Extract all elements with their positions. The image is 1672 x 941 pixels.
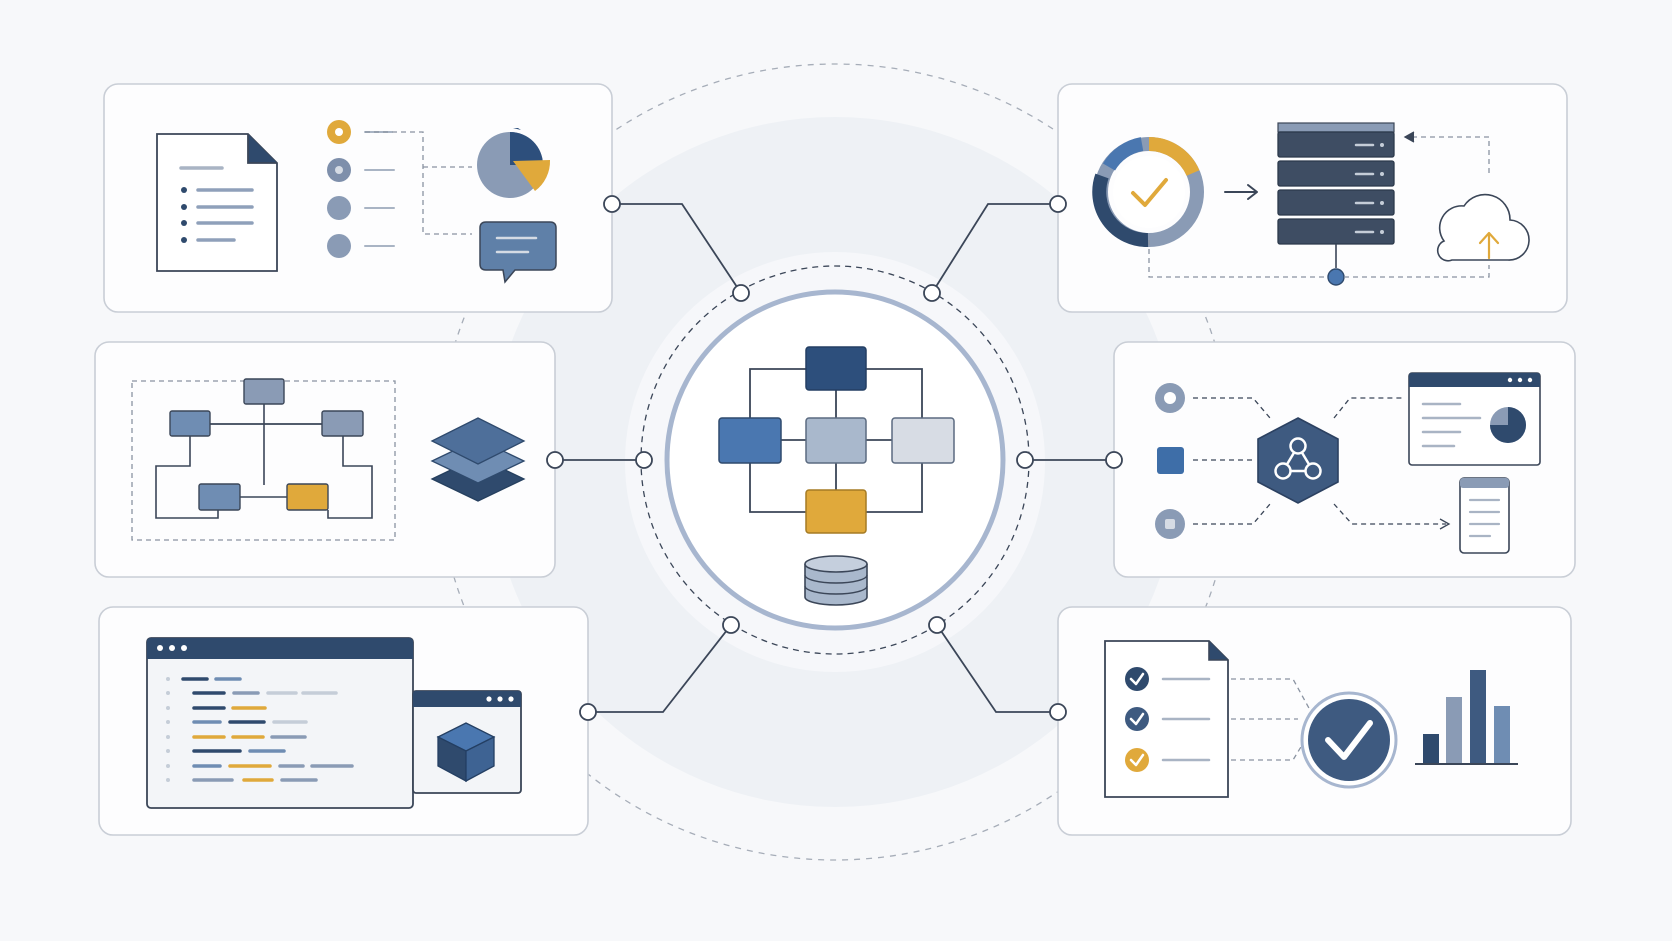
connector-bottom-left [588,624,732,713]
code-editor-window-icon [146,637,414,809]
node-top-right-ring [923,284,941,302]
connector-top-left [612,203,742,294]
connectors [555,203,1114,713]
hexagon-network-icon [1257,417,1339,504]
node-top-left-panel [603,195,621,213]
dashboard-window-icon [1408,372,1541,466]
bar-chart-icon [1415,670,1518,765]
chat-bubble-icon [479,221,557,284]
pie-chart-icon [477,128,551,198]
node-bottom-right-panel [1049,703,1067,721]
node-top-left-ring [732,284,750,302]
progress-ring-check-icon [1092,137,1204,248]
cloud-upload-icon [1436,193,1530,262]
arrow-right-icon [1224,184,1258,200]
cube-icon [412,690,522,794]
list-bullets-icon [327,120,472,258]
database-icon [804,555,868,606]
connector-nodes [546,195,1123,721]
node-bottom-right-ring [928,616,946,634]
node-middle-left-ring [635,451,653,469]
source-nodes [1155,383,1451,539]
node-middle-right-ring [1016,451,1034,469]
node-top-right-panel [1049,195,1067,213]
layers-icon [430,417,526,502]
check-circle-icon [1300,691,1398,789]
node-middle-right-panel [1105,451,1123,469]
node-middle-left-panel [546,451,564,469]
server-rack-icon [1148,122,1490,286]
flowchart-icon [718,346,955,534]
connector-bottom-right [936,624,1058,713]
org-chart-icon [131,378,396,541]
document-icon [156,133,278,272]
mobile-device-icon [1459,477,1510,554]
node-bottom-left-panel [579,703,597,721]
connector-top-right [931,203,1058,294]
node-bottom-left-ring [722,616,740,634]
